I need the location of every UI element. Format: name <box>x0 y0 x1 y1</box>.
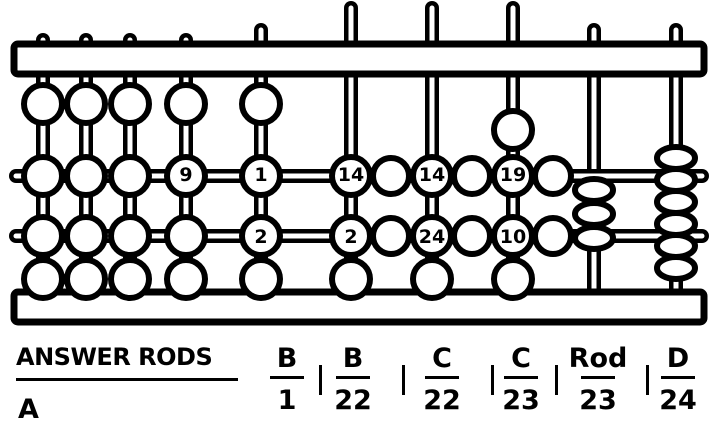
abacus-bead <box>21 257 65 301</box>
bead-label: 9 <box>179 164 192 186</box>
answer-rods-underline <box>16 378 238 381</box>
fraction-denominator: 24 <box>659 385 697 416</box>
fraction-denominator: 1 <box>277 385 297 416</box>
abacus-bead <box>370 215 412 257</box>
abacus-bead <box>572 224 616 252</box>
abacus-bead <box>491 108 535 152</box>
abacus-bead <box>64 257 108 301</box>
fraction-numerator: D <box>666 343 690 374</box>
abacus-bead <box>239 257 283 301</box>
abacus-bead <box>451 155 493 197</box>
fraction-bar <box>270 376 304 379</box>
abacus-bead <box>370 155 412 197</box>
abacus-bead <box>654 254 698 282</box>
abacus-bead <box>654 166 698 194</box>
abacus-bead <box>654 210 698 238</box>
abacus-bead <box>64 154 108 198</box>
fraction-numerator: C <box>432 343 452 374</box>
abacus-bead <box>451 215 493 257</box>
bead-label: 14 <box>419 164 445 186</box>
abacus-bead <box>164 257 208 301</box>
fraction-numerator: B <box>276 343 298 374</box>
abacus-bead <box>64 214 108 258</box>
fraction-denominator: 22 <box>334 385 372 416</box>
abacus-bead <box>654 144 698 172</box>
fraction-d-24: D 24 <box>643 345 711 414</box>
fraction-denominator: 23 <box>579 385 617 416</box>
abacus-bead <box>654 188 698 216</box>
separator <box>646 365 649 395</box>
abacus-bead <box>164 82 208 126</box>
abacus-bead <box>532 155 574 197</box>
fraction-bar <box>504 376 538 379</box>
bead-label: 19 <box>500 164 526 186</box>
abacus-bead <box>532 215 574 257</box>
abacus-bead <box>21 82 65 126</box>
fraction-bar <box>581 376 615 379</box>
abacus-beads <box>21 82 698 301</box>
fraction-denominator: 23 <box>502 385 540 416</box>
abacus-bead <box>108 214 152 258</box>
fraction-bar <box>661 376 695 379</box>
bead-label: 24 <box>419 226 445 248</box>
answer-letter: A <box>18 394 39 425</box>
abacus-bead <box>491 257 535 301</box>
abacus-bead <box>21 154 65 198</box>
abacus-bead <box>329 257 373 301</box>
bead-labels: 9 1 2 14 2 14 24 19 10 <box>179 164 526 248</box>
bead-label: 2 <box>344 226 357 248</box>
abacus-bead <box>572 176 616 204</box>
answer-rods-label: ANSWER RODS <box>16 343 213 371</box>
abacus-diagram: 9 1 2 14 2 14 24 19 10 <box>9 1 709 326</box>
abacus-bead <box>64 82 108 126</box>
abacus-bead <box>164 214 208 258</box>
fraction-b-1: B 1 <box>252 345 322 414</box>
fraction-numerator: B <box>342 343 364 374</box>
abacus-bead <box>654 232 698 260</box>
abacus-bead <box>410 257 454 301</box>
bead-label: 10 <box>500 226 526 248</box>
abacus-bead <box>164 154 208 198</box>
fraction-numerator: Rod <box>568 343 628 374</box>
top-frame-bar <box>10 40 708 78</box>
abacus-bead <box>108 154 152 198</box>
separator <box>319 365 322 395</box>
fraction-bar <box>336 376 370 379</box>
fraction-denominator: 22 <box>423 385 461 416</box>
fraction-b-22: B 22 <box>318 345 388 414</box>
abacus-bead <box>239 82 283 126</box>
abacus-bead <box>108 257 152 301</box>
abacus-bead <box>572 200 616 228</box>
abacus-bead <box>239 154 283 198</box>
abacus-bead <box>239 214 283 258</box>
bead-label: 14 <box>338 164 364 186</box>
separator <box>555 365 558 395</box>
fraction-numerator: C <box>511 343 531 374</box>
fraction-c-23: C 23 <box>486 345 556 414</box>
abacus-bead <box>108 82 152 126</box>
fraction-bar <box>425 376 459 379</box>
separator <box>402 365 405 395</box>
fraction-c-22: C 22 <box>407 345 477 414</box>
bead-label: 2 <box>254 226 267 248</box>
bead-label: 1 <box>254 164 267 186</box>
fraction-rod-23: Rod 23 <box>563 345 633 414</box>
abacus-bead <box>21 214 65 258</box>
separator <box>491 365 494 395</box>
